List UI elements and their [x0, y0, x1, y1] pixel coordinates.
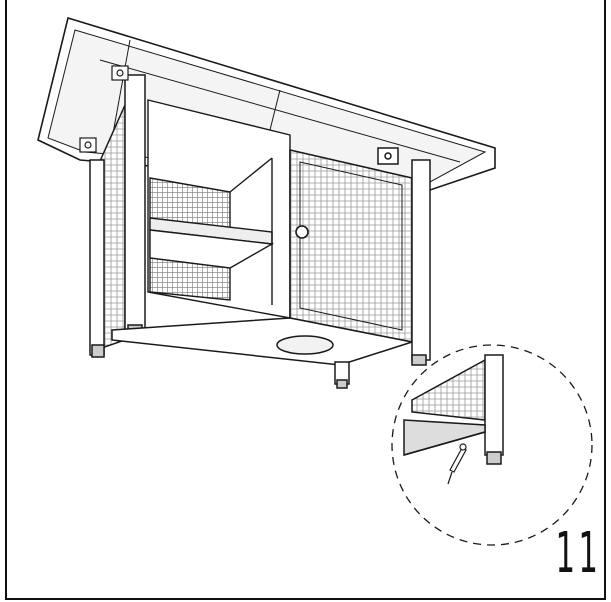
step-number: 11 [555, 521, 601, 586]
corner-brackets [79, 65, 129, 153]
detail-callout [391, 344, 593, 546]
page-frame [5, 0, 606, 600]
right-front-leg [377, 147, 431, 366]
cabinet-door [289, 148, 413, 343]
door-knob-icon [295, 225, 309, 239]
bottom-panel [111, 317, 413, 389]
screw-icon [447, 443, 467, 485]
cabinet-interior [147, 99, 291, 319]
